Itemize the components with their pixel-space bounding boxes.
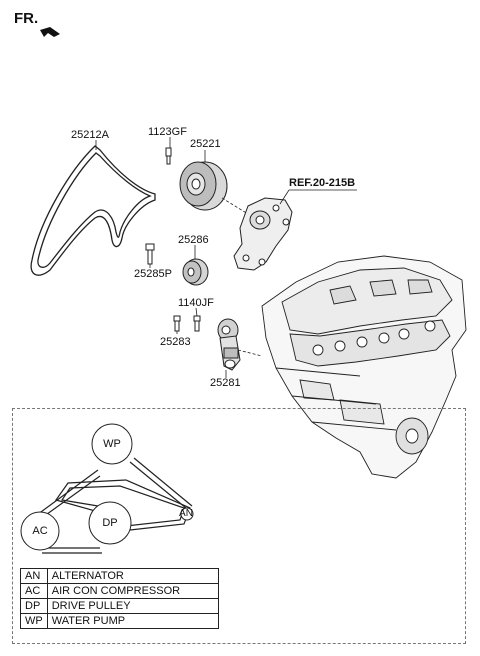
part-label-1140jf[interactable]: 1140JF — [178, 297, 214, 309]
legend-table: AN ALTERNATOR AC AIR CON COMPRESSOR DP D… — [20, 568, 219, 629]
ac-pulley-circle — [20, 511, 60, 551]
part-label-belt[interactable]: 25212A — [71, 129, 109, 141]
routing-label-ac: AC — [32, 525, 48, 537]
part-label-25285p[interactable]: 25285P — [134, 268, 172, 280]
legend-desc: DRIVE PULLEY — [46, 598, 219, 614]
an-pulley-circle — [180, 507, 194, 521]
serpentine-belt — [30, 145, 156, 276]
reference-label[interactable]: REF.20-215B — [289, 177, 356, 189]
routing-label-wp: WP — [103, 438, 121, 450]
legend-row: DP DRIVE PULLEY — [20, 598, 219, 614]
engine-block — [261, 255, 467, 479]
bolt-1123gf — [165, 147, 172, 165]
front-indicator-label: FR. — [14, 10, 39, 27]
tensioner — [217, 318, 241, 371]
part-label-25221[interactable]: 25221 — [190, 138, 221, 150]
part-label-25286[interactable]: 25286 — [178, 234, 209, 246]
belt-routing-diagram — [29, 457, 193, 554]
routing-pulleys — [20, 423, 194, 551]
part-label-25281[interactable]: 25281 — [210, 377, 241, 389]
tensioner-bolts — [173, 315, 201, 332]
part-label-1123gf[interactable]: 1123GF — [148, 126, 187, 138]
legend-row: AC AIR CON COMPRESSOR — [20, 583, 219, 599]
routing-label-an: AN — [179, 508, 193, 519]
legend-desc: WATER PUMP — [46, 613, 219, 629]
legend-row: WP WATER PUMP — [20, 613, 219, 629]
dp-pulley-circle — [88, 501, 132, 545]
front-arrow-icon — [40, 27, 60, 37]
legend-code: AN — [20, 568, 48, 584]
water-pump-housing — [233, 197, 293, 271]
legend-code: DP — [20, 598, 48, 614]
legend-desc: AIR CON COMPRESSOR — [46, 583, 219, 599]
idler-pulley — [182, 258, 209, 286]
belt-routing-panel — [12, 408, 466, 644]
part-label-25283[interactable]: 25283 — [160, 336, 191, 348]
legend-desc: ALTERNATOR — [46, 568, 219, 584]
idler-bolt — [145, 243, 155, 265]
legend-code: WP — [20, 613, 48, 629]
water-pump-pulley — [179, 161, 228, 211]
legend-row: AN ALTERNATOR — [20, 568, 219, 584]
routing-label-dp: DP — [102, 517, 118, 529]
legend-code: AC — [20, 583, 48, 599]
wp-pulley-circle — [91, 423, 133, 465]
